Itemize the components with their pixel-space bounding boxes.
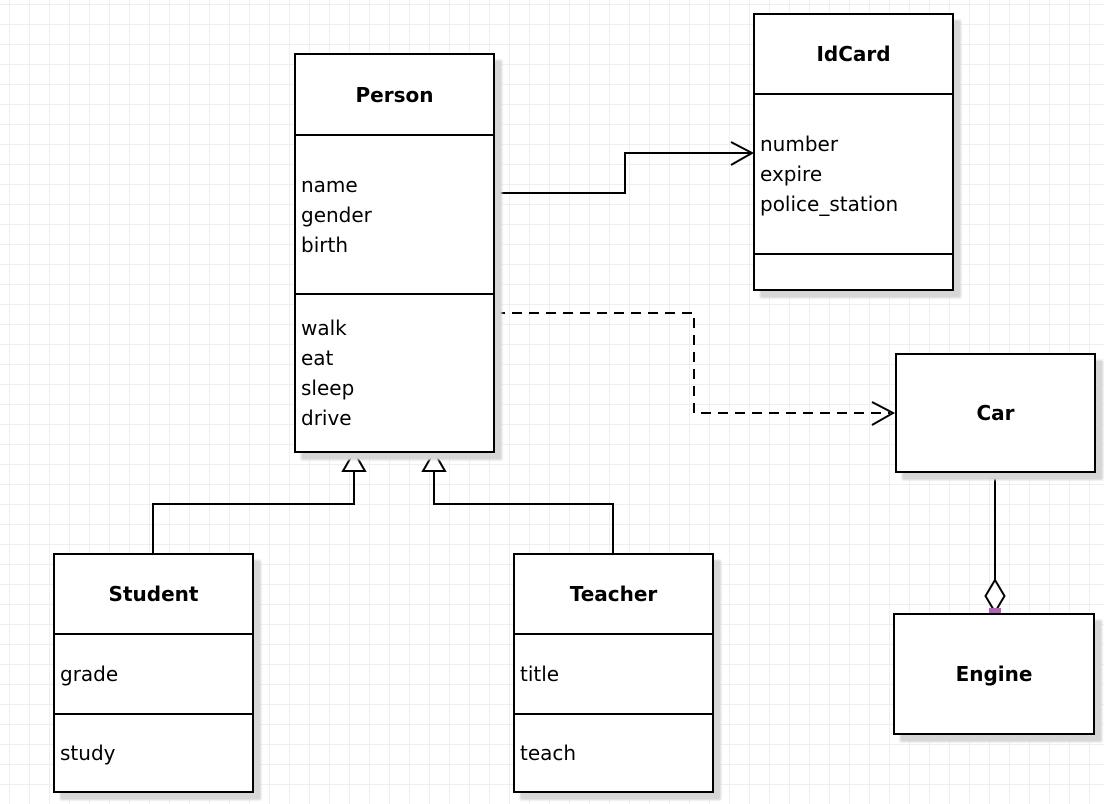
methods-compartment: walk eat sleep drive [296, 293, 493, 451]
edge-dependency-person-car[interactable] [495, 312, 896, 426]
hollow-diamond-icon [984, 578, 1006, 614]
methods-compartment: teach [515, 713, 712, 791]
edge-aggregation-car-engine[interactable] [984, 467, 1006, 620]
hollow-triangle-icon [421, 450, 447, 472]
method: sleep [301, 376, 355, 400]
class-title: Teacher [569, 582, 658, 606]
edge-generalization-student-person[interactable] [152, 450, 367, 553]
class-title: IdCard [816, 42, 891, 66]
attribute: expire [760, 162, 823, 186]
class-title: Student [108, 582, 199, 606]
method: eat [301, 346, 334, 370]
class-title: Car [976, 401, 1015, 425]
attribute: grade [60, 662, 119, 686]
class-node-teacher[interactable]: Teacher title teach [513, 553, 714, 793]
method: drive [301, 406, 352, 430]
method: study [60, 741, 116, 765]
method: teach [520, 741, 577, 765]
open-arrow-icon [871, 401, 896, 426]
attributes-compartment: grade [55, 633, 252, 713]
edge-association-person-idcard[interactable] [495, 141, 755, 194]
attributes-compartment: title [515, 633, 712, 713]
class-node-car[interactable]: Car [895, 353, 1096, 473]
attribute: gender [301, 202, 372, 227]
class-node-student[interactable]: Student grade study [53, 553, 254, 793]
attribute: birth [301, 232, 348, 257]
open-arrow-icon [730, 141, 755, 166]
attribute: title [520, 662, 560, 686]
attributes-compartment: name gender birth [296, 134, 493, 293]
class-node-engine[interactable]: Engine [893, 613, 1095, 735]
class-node-idcard[interactable]: IdCard number expire police_station [753, 13, 954, 291]
hollow-triangle-icon [341, 450, 367, 472]
attributes-compartment: number expire police_station [755, 93, 952, 253]
class-title: Person [355, 82, 434, 107]
edge-generalization-teacher-person[interactable] [421, 450, 614, 553]
methods-compartment [755, 253, 952, 289]
attribute: number [760, 132, 839, 156]
method: walk [301, 316, 347, 340]
class-title: Engine [955, 662, 1033, 686]
methods-compartment: study [55, 713, 252, 791]
attribute: name [301, 172, 358, 197]
attribute: police_station [760, 192, 899, 216]
class-node-person[interactable]: Person name gender birth walk eat sleep … [294, 53, 495, 453]
